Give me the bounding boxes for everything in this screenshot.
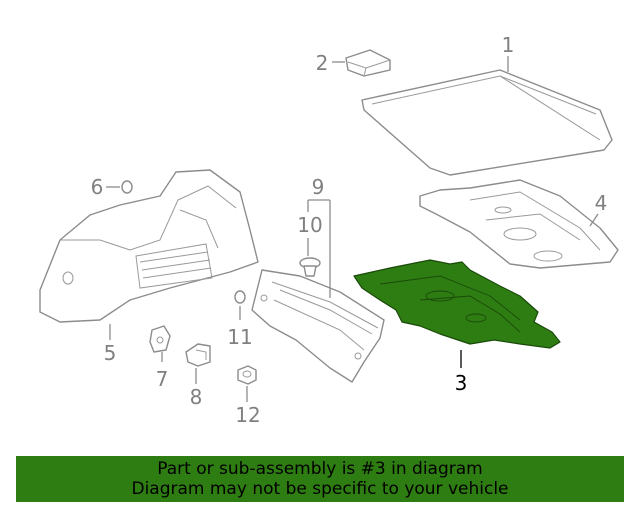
part-5-quarter-trim-panel[interactable] xyxy=(39,169,259,323)
callout-7: 7 xyxy=(156,367,169,391)
callout-10: 10 xyxy=(297,213,322,237)
part-9-rear-sill-trim[interactable] xyxy=(251,269,385,383)
part-10-push-fastener[interactable] xyxy=(299,257,321,277)
part-8-holder[interactable] xyxy=(185,343,211,367)
callout-4: 4 xyxy=(595,191,608,215)
callout-9: 9 xyxy=(312,175,325,199)
notice-line-2: Diagram may not be specific to your vehi… xyxy=(131,479,509,499)
part-4-storage-tray[interactable] xyxy=(419,179,619,269)
part-6-clip[interactable] xyxy=(121,180,133,194)
callout-labels: 1 2 3 4 5 6 7 8 9 10 11 12 xyxy=(91,33,608,427)
parts-diagram: 1 2 3 4 5 6 7 8 9 10 11 12 xyxy=(39,33,619,427)
part-1-floor-board[interactable] xyxy=(361,69,613,176)
part-3-floor-cover[interactable] xyxy=(353,259,561,349)
part-2-retainer-block[interactable] xyxy=(345,49,391,77)
callout-5: 5 xyxy=(104,341,117,365)
part-7-bracket[interactable] xyxy=(149,325,171,353)
callout-6: 6 xyxy=(91,175,104,199)
part-11-clip[interactable] xyxy=(234,290,246,304)
notice-banner: Part or sub-assembly is #3 in diagram Di… xyxy=(16,456,624,502)
callout-12: 12 xyxy=(235,403,260,427)
callout-11: 11 xyxy=(227,325,252,349)
callout-3: 3 xyxy=(455,371,468,395)
callout-2: 2 xyxy=(316,51,329,75)
callout-8: 8 xyxy=(190,385,203,409)
part-12-grommet[interactable] xyxy=(237,365,257,385)
notice-line-1: Part or sub-assembly is #3 in diagram xyxy=(157,459,483,479)
callout-1: 1 xyxy=(502,33,515,57)
leader-lines xyxy=(106,56,599,402)
